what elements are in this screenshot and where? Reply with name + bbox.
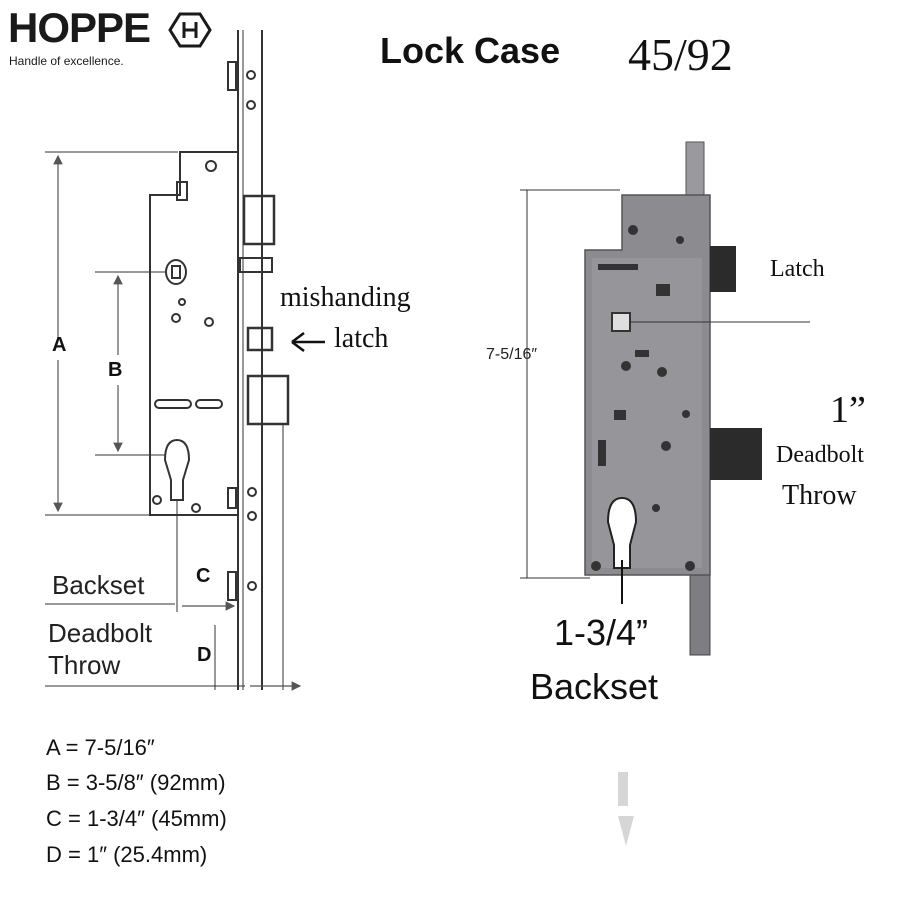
- hexagon-h-logo-icon: [168, 12, 212, 48]
- dim-label-a: A: [52, 334, 67, 356]
- brand-tagline: Handle of excellence.: [9, 54, 124, 68]
- photo-latch: [710, 246, 736, 292]
- page-title: Lock Case: [380, 30, 561, 71]
- dim-label-d: D: [197, 644, 212, 666]
- photo-deadbolt: [710, 428, 762, 480]
- dim-label-c: C: [196, 565, 211, 587]
- technical-drawing: [45, 30, 290, 690]
- model-number: 45/92: [628, 29, 733, 80]
- photo-latch-label: Latch: [770, 256, 825, 282]
- left-arrow-icon: [291, 332, 325, 352]
- dimension-b: B = 3-5/8″ (92mm): [46, 770, 226, 795]
- deadbolt-throw-label-line1: Deadbolt: [48, 618, 153, 648]
- deadbolt: [246, 374, 290, 426]
- photo-height-label: 7-5/16″: [486, 346, 538, 363]
- photo-deadbolt-size: 1”: [830, 389, 866, 431]
- deadbolt-throw-label-line2: Throw: [48, 650, 121, 680]
- dim-label-b: B: [108, 359, 123, 381]
- photo-cylinder-cutout: [606, 496, 638, 569]
- photo-deadbolt-label-line2: Throw: [782, 480, 857, 511]
- backset-label: Backset: [52, 570, 145, 600]
- lock-case-photo: [520, 141, 810, 656]
- photo-backset-label: Backset: [530, 666, 659, 707]
- mishanding-label-line2: latch: [334, 323, 389, 354]
- mishanding-latch: [246, 326, 274, 352]
- dimension-arrows: [53, 154, 302, 691]
- lock-body-outline: [149, 151, 239, 516]
- watermark-fragment: [618, 772, 634, 846]
- photo-deadbolt-label-line1: Deadbolt: [776, 442, 864, 468]
- dimension-c: C = 1-3/4″ (45mm): [46, 806, 227, 831]
- main-latch: [242, 194, 276, 246]
- photo-backset-size: 1-3/4”: [554, 612, 649, 653]
- brand-name: HOPPE: [8, 4, 151, 51]
- mishanding-label-line1: mishanding: [280, 282, 411, 313]
- follower-hole: [165, 259, 187, 285]
- cylinder-cutout: [163, 438, 191, 501]
- dimension-d: D = 1″ (25.4mm): [46, 842, 208, 867]
- dimension-a: A = 7-5/16″: [46, 735, 155, 760]
